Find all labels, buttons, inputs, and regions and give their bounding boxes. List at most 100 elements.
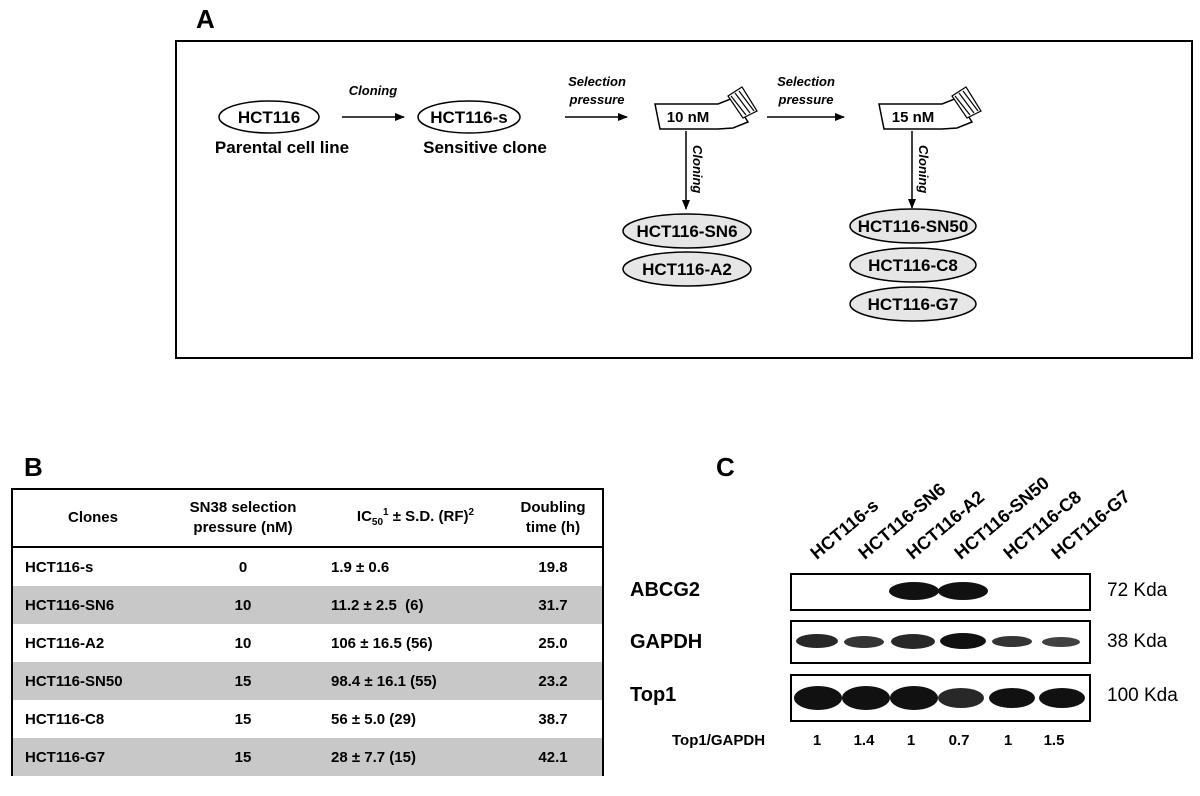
clone-ellipse-sn6 bbox=[622, 213, 752, 249]
table-row: HCT116-s 0 1.9 ± 0.6 19.8 bbox=[13, 548, 602, 586]
cell-clone: HCT116-A2 bbox=[25, 634, 105, 652]
ratio-value: 1 bbox=[906, 732, 916, 749]
kda-top1: 100 Kda bbox=[1107, 685, 1178, 706]
cell-clone: HCT116-SN50 bbox=[25, 672, 123, 690]
header-ic50: IC501 ± S.D. (RF)2 bbox=[323, 490, 508, 546]
selection-label-2a: Selection bbox=[777, 74, 835, 89]
western-blot-panel: HCT116-s HCT116-SN6 HCT116-A2 HCT116-SN5… bbox=[620, 450, 1200, 796]
blot-name-gapdh: GAPDH bbox=[630, 631, 703, 653]
cell-pressure: 15 bbox=[234, 748, 252, 766]
blot-name-top1: Top1 bbox=[630, 684, 677, 706]
cell-clone: HCT116-s bbox=[25, 558, 94, 576]
panel-a-letter: A bbox=[196, 4, 215, 34]
blot-gapdh bbox=[790, 620, 1091, 664]
cell-clone: HCT116-C8 bbox=[25, 710, 105, 728]
cell-doubling: 31.7 bbox=[538, 596, 568, 614]
cell-ic50: 56 ± 5.0 (29) bbox=[331, 710, 416, 728]
flask-15nm bbox=[878, 97, 974, 130]
cloning-label-1: Cloning bbox=[349, 83, 397, 98]
clone-g7: HCT116-G7 bbox=[868, 295, 959, 314]
kda-abcg2: 72 Kda bbox=[1107, 580, 1168, 601]
table-row: HCT116-G7 15 28 ± 7.7 (15) 42.1 bbox=[13, 738, 602, 776]
cell-ic50: 28 ± 7.7 (15) bbox=[331, 748, 416, 766]
band-abcg2-sn50 bbox=[938, 582, 988, 600]
cell-clone: HCT116-G7 bbox=[25, 748, 106, 766]
header-ic50-a: IC bbox=[356, 508, 372, 525]
table-row: HCT116-SN6 10 11.2 ± 2.5 (6) 31.7 bbox=[13, 586, 602, 624]
parental-caption: Parental cell line bbox=[215, 138, 349, 157]
band-top1 bbox=[794, 686, 842, 710]
parental-ellipse bbox=[218, 100, 320, 134]
band-top1 bbox=[890, 686, 938, 710]
header-clones: Clones bbox=[67, 509, 118, 526]
selection-label-2b: pressure bbox=[778, 92, 834, 107]
kda-gapdh: 38 Kda bbox=[1107, 631, 1168, 652]
panel-c-letter: C bbox=[716, 452, 735, 482]
band-gapdh bbox=[891, 634, 935, 649]
selection-label-1b: pressure bbox=[569, 92, 625, 107]
clone-ellipse-g7 bbox=[849, 286, 977, 322]
cell-pressure: 10 bbox=[234, 634, 252, 652]
band-top1 bbox=[842, 686, 890, 710]
header-doubling-l2: time (h) bbox=[525, 519, 581, 536]
ratio-value: 1 bbox=[812, 732, 822, 749]
cell-ic50: 106 ± 16.5 (56) bbox=[331, 634, 433, 652]
parental-name: HCT116 bbox=[238, 108, 300, 127]
clone-sn6: HCT116-SN6 bbox=[636, 222, 737, 241]
table-row: HCT116-SN50 15 98.4 ± 16.1 (55) 23.2 bbox=[13, 662, 602, 700]
band-gapdh bbox=[992, 636, 1032, 647]
sensitive-name: HCT116-s bbox=[430, 108, 507, 127]
clone-c8: HCT116-C8 bbox=[868, 256, 958, 275]
band-top1 bbox=[989, 688, 1035, 708]
clone-a2: HCT116-A2 bbox=[642, 260, 732, 279]
band-gapdh bbox=[844, 636, 884, 648]
flask-cap-10nm bbox=[727, 86, 758, 119]
band-gapdh bbox=[1042, 637, 1080, 647]
cell-doubling: 23.2 bbox=[538, 672, 568, 690]
table-row: HCT116-A2 10 106 ± 16.5 (56) 25.0 bbox=[13, 624, 602, 662]
header-ic50-sup1: 1 bbox=[383, 507, 389, 518]
flask-15nm-label: 15 nM bbox=[892, 109, 935, 126]
header-ic50-sup2: 2 bbox=[468, 507, 475, 518]
band-gapdh bbox=[796, 634, 838, 648]
sensitive-caption: Sensitive clone bbox=[423, 138, 547, 157]
ratio-value: 1.4 bbox=[853, 732, 875, 749]
cell-doubling: 42.1 bbox=[538, 748, 568, 766]
cell-doubling: 25.0 bbox=[538, 634, 568, 652]
band-gapdh bbox=[940, 633, 986, 649]
header-pressure-l2: pressure (nM) bbox=[193, 519, 293, 536]
cell-pressure: 0 bbox=[238, 558, 248, 576]
cell-pressure: 10 bbox=[234, 596, 252, 614]
selection-label-1a: Selection bbox=[568, 74, 626, 89]
cell-pressure: 15 bbox=[234, 710, 252, 728]
header-pressure-l1: SN38 selection bbox=[189, 499, 297, 516]
cell-ic50: 98.4 ± 16.1 (55) bbox=[331, 672, 437, 690]
flask-10nm bbox=[654, 97, 750, 130]
band-abcg2-a2 bbox=[889, 582, 939, 600]
header-ic50-b: ± S.D. (RF) bbox=[388, 508, 469, 525]
blot-abcg2 bbox=[790, 573, 1091, 611]
clone-ellipse-sn50 bbox=[849, 208, 977, 244]
header-doubling: Doubling time (h) bbox=[503, 490, 603, 546]
cloning-scheme-diagram: HCT116 Parental cell line Cloning HCT116… bbox=[175, 40, 1193, 359]
header-pressure: SN38 selection pressure (nM) bbox=[173, 490, 313, 546]
cell-pressure: 15 bbox=[234, 672, 252, 690]
header-doubling-l1: Doubling bbox=[520, 499, 586, 516]
cell-doubling: 19.8 bbox=[538, 558, 568, 576]
flask-cap-15nm bbox=[951, 86, 982, 119]
cell-ic50: 1.9 ± 0.6 bbox=[331, 558, 390, 576]
cell-doubling: 38.7 bbox=[538, 710, 568, 728]
ratio-value: 1.5 bbox=[1043, 732, 1065, 749]
ratio-value: 0.7 bbox=[948, 732, 970, 749]
band-top1 bbox=[1039, 688, 1085, 708]
cloning-label-15nm: Cloning bbox=[916, 145, 931, 193]
panel-b-letter: B bbox=[24, 452, 43, 482]
ratio-label: Top1/GAPDH bbox=[672, 732, 766, 749]
cell-clone: HCT116-SN6 bbox=[25, 596, 115, 614]
header-ic50-sub: 50 bbox=[371, 517, 384, 528]
clone-ellipse-a2 bbox=[622, 251, 752, 287]
cell-ic50: 11.2 ± 2.5 (6) bbox=[331, 596, 424, 614]
table-row: HCT116-C8 15 56 ± 5.0 (29) 38.7 bbox=[13, 700, 602, 738]
sensitive-ellipse bbox=[417, 100, 521, 134]
